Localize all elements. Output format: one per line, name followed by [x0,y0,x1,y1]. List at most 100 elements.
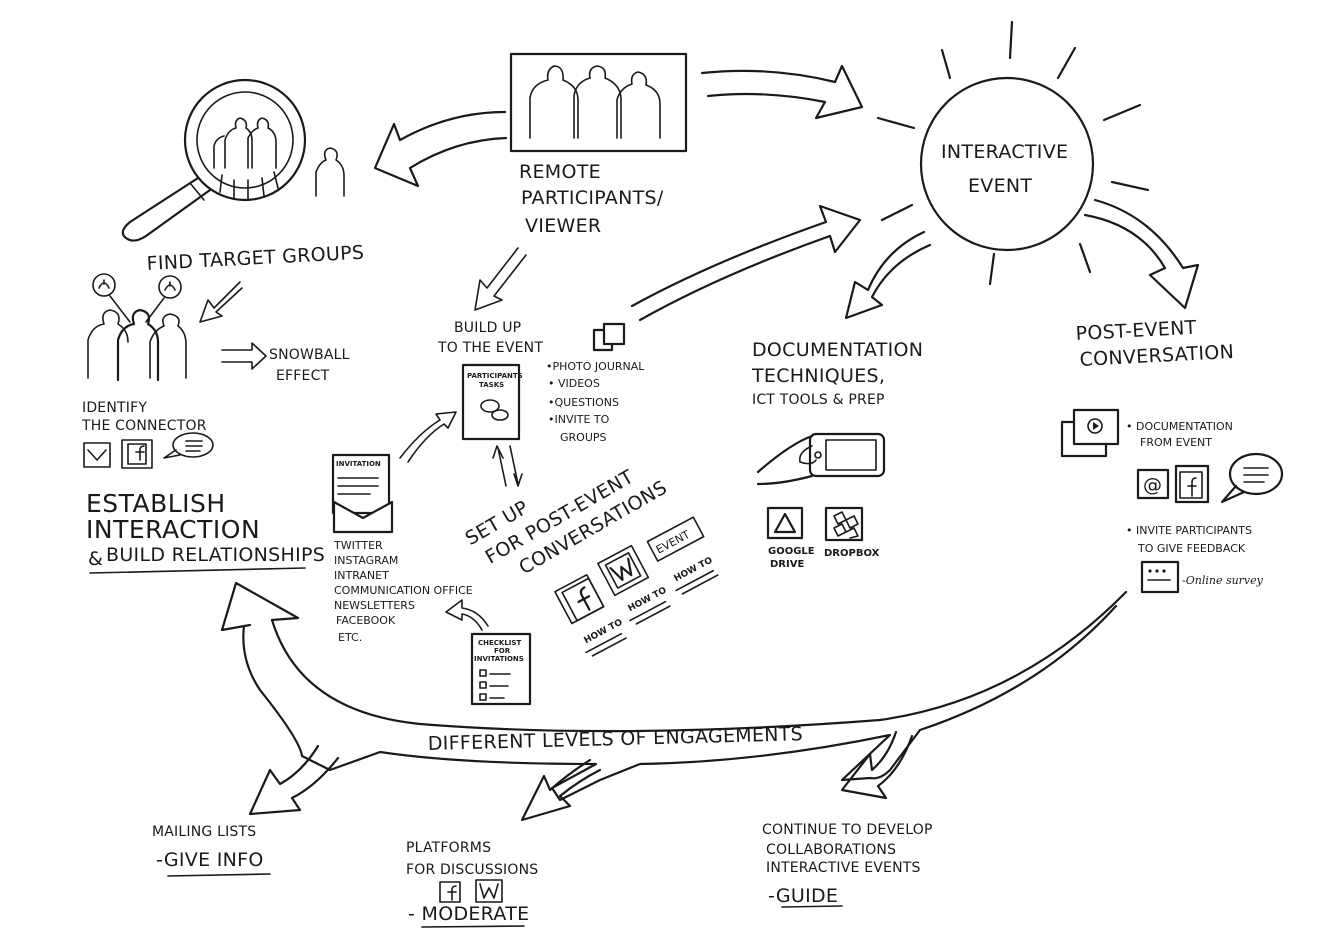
dropbox-label: DROPBOX [824,548,880,559]
channel-etc: ETC. [338,631,362,644]
people-icon [87,308,187,382]
channel-instagram: INSTAGRAM [334,554,398,567]
checklist-icon: CHECKLIST FOR INVITATIONS [470,632,532,706]
build-up-title-line1: BUILD UP [454,320,521,336]
platforms-line2: FOR DISCUSSIONS [406,862,538,878]
at-glyph: @ [1143,474,1162,496]
dropbox-icon [824,506,864,542]
google-drive-line1: GOOGLE [768,546,815,557]
at-icon: @ [1136,468,1170,500]
post-event-line2: CONVERSATION [1079,341,1235,371]
arrow-checklist [445,599,489,631]
build-up-bullets: •PHOTO JOURNAL • VIDEOS •QUESTIONS •INVI… [546,360,645,444]
google-drive-line2: DRIVE [770,559,804,570]
person-icon [315,147,345,197]
channel-twitter: TWITTER [333,539,383,552]
engagement-band [220,581,1128,802]
platforms-wordpress-icon [475,879,503,903]
channel-communication-office: COMMUNICATION OFFICE [334,584,473,597]
event-tag-icon: EVENT [646,516,705,562]
documentation-line2: TECHNIQUES, [751,365,885,387]
howto-notes: HOW TO HOW TO HOW TO [583,555,719,657]
mailing-line2: -GIVE INFO [156,849,264,871]
build-up-title-line2: TO THE EVENT [437,340,543,356]
platforms-line3: - MODERATE [408,903,529,925]
double-arrow [492,445,523,487]
documents-icon [592,322,626,352]
magnifier-icon [121,78,307,242]
arrow-build-up-to-event [630,204,862,322]
post-event-line1: POST-EVENT [1075,317,1197,345]
arrow-invitation-to-tasks [399,411,457,463]
wordpress-icon [597,544,650,597]
bullet-groups: GROUPS [560,431,607,444]
sun-icon [876,20,1150,286]
mailing-line1: MAILING LISTS [152,824,256,840]
arrow-to-event [700,64,864,120]
channel-intranet: INTRANET [334,569,389,582]
post-facebook-icon [1174,464,1210,504]
event-title-line2: EVENT [968,175,1032,197]
post-speech-bubble-icon [1220,452,1284,504]
channel-list: TWITTER INSTAGRAM INTRANET COMMUNICATION… [333,539,473,644]
continue-line1: CONTINUE TO DEVELOP [762,822,933,838]
facebook-icon [121,439,153,469]
remote-title-line3: VIEWER [525,215,601,237]
survey-icon [1140,560,1180,594]
find-target-groups-label: FIND TARGET GROUPS [146,242,365,275]
arrow-to-continue [840,730,914,800]
setup-facebook-icon [554,574,605,625]
channel-newsletters: NEWSLETTERS [334,599,415,612]
post-invite-line2: TO GIVE FEEDBACK [1137,542,1246,555]
arrow-to-mailing [248,744,340,816]
platforms-facebook-icon [439,881,461,903]
platforms-line1: PLATFORMS [406,840,491,856]
envelope-icon: INVITATION [331,453,394,534]
documentation-line1: DOCUMENTATION [752,339,923,361]
post-doc-line2: FROM EVENT [1140,436,1212,449]
establish-line1: ESTABLISH [86,489,226,518]
checklist-line1: CHECKLIST [478,639,521,647]
arrow-to-documentation [844,230,932,320]
identify-line1: IDENTIFY [82,400,147,416]
continue-line4: -GUIDE [768,885,838,907]
establish-line2: INTERACTION [86,515,260,544]
arrow-to-target-groups [373,110,508,188]
speech-bubble-icon [163,432,214,459]
establish-line3: BUILD RELATIONSHIPS [106,544,325,566]
establish-amp: & [88,548,103,570]
snowball-line2: EFFECT [276,368,330,384]
arrow-snowball [221,342,267,370]
remote-title-line1: REMOTE [519,161,601,183]
snowball-line1: SNOWBALL [269,347,350,363]
video-icon [1060,408,1120,458]
event-title-line1: INTERACTIVE [941,141,1068,163]
tasks-card-line1: PARTICIPANTS [467,372,523,380]
bullet-questions: •QUESTIONS [548,396,619,409]
participants-tasks-card: PARTICIPANTS TASKS [461,363,523,441]
continue-line2: COLLABORATIONS [766,842,896,858]
invitation-card-label: INVITATION [336,460,381,468]
arrow-to-post-event [1083,198,1200,310]
remote-screen-icon [509,52,688,153]
survey-label: -Online survey [1182,574,1264,587]
bullet-invite-to: •INVITE TO [548,413,610,426]
checklist-line2: FOR [494,647,511,655]
bullet-photo-journal: •PHOTO JOURNAL [546,360,645,373]
bullet-videos: • VIDEOS [548,377,600,390]
post-invite-line1: • INVITE PARTICIPANTS [1126,524,1252,537]
mail-icon [83,442,111,468]
continue-line3: INTERACTIVE EVENTS [766,860,921,876]
checklist-line3: INVITATIONS [474,655,524,663]
remote-title-line2: PARTICIPANTS/ [521,187,664,209]
arrow-to-connector [199,281,243,323]
smartphone-icon [756,432,886,486]
channel-facebook: FACEBOOK [336,614,396,627]
google-drive-icon [766,506,804,540]
documentation-line3: ICT TOOLS & PREP [752,392,885,408]
post-doc-line1: • DOCUMENTATION [1126,420,1233,433]
identify-line2: THE CONNECTOR [81,418,207,434]
arrow-to-build-up [474,247,527,311]
tasks-card-line2: TASKS [479,381,504,389]
